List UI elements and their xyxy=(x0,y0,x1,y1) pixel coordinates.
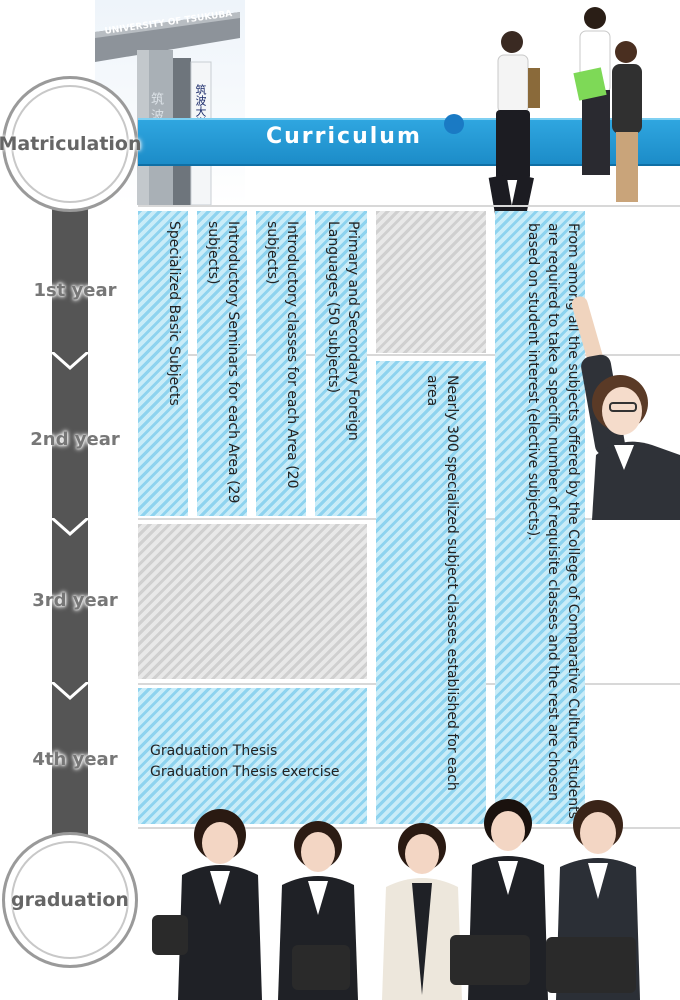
year-divider-chevron xyxy=(52,682,88,700)
graduation-thesis-text: Graduation Thesis xyxy=(150,743,278,759)
graduation-thesis-box: Graduation Thesis Graduation Thesis exer… xyxy=(138,688,367,824)
waving-student-photo xyxy=(572,295,680,520)
elective-subjects-text: From among all the subjects offered by t… xyxy=(525,223,581,819)
year-divider-chevron xyxy=(52,352,88,370)
row-divider xyxy=(138,354,680,356)
row-divider xyxy=(138,205,680,207)
year-divider-chevron xyxy=(52,518,88,536)
introductory-classes-text: Introductory classes for each Area (20 s… xyxy=(264,221,300,489)
year-label-4: 4th year xyxy=(32,749,118,770)
introductory-classes-box: Introductory classes for each Area (20 s… xyxy=(256,211,306,516)
waving-student-illustration xyxy=(572,296,680,520)
specialized-classes-box: Nearly 300 specialized subject classes e… xyxy=(376,361,486,824)
timeline-bar xyxy=(52,205,88,835)
year-label-3: 3rd year xyxy=(32,590,118,611)
year1-empty-box xyxy=(376,211,486,353)
walking-students-illustration xyxy=(444,7,642,218)
graduation-thesis-exercise-text: Graduation Thesis exercise xyxy=(150,764,340,780)
graduation-label: graduation xyxy=(11,889,129,911)
year-label-1: 1st year xyxy=(33,280,117,301)
curriculum-title: Curriculum xyxy=(266,124,422,149)
introductory-seminars-text: Introductory Seminars for each Area (29 … xyxy=(205,221,241,504)
foreign-languages-text: Primary and Secondary Foreign Languages … xyxy=(325,221,361,441)
graduating-students-photo xyxy=(150,795,655,1000)
introductory-seminars-box: Introductory Seminars for each Area (29 … xyxy=(197,211,247,516)
specialized-classes-text: Nearly 300 specialized subject classes e… xyxy=(424,375,460,791)
graduation-milestone: graduation xyxy=(2,832,138,968)
sign-lettering: 筑波大学 xyxy=(194,84,207,128)
matriculation-label: Matriculation xyxy=(0,133,142,155)
specialized-basic-subjects-box: Specialized Basic Subjects xyxy=(138,211,188,516)
foreign-languages-box: Primary and Secondary Foreign Languages … xyxy=(315,211,367,516)
year-label-2: 2nd year xyxy=(30,429,120,450)
matriculation-milestone: Matriculation xyxy=(0,76,142,212)
graduating-students-illustration xyxy=(152,799,640,1000)
elective-subjects-box: From among all the subjects offered by t… xyxy=(495,211,585,824)
specialized-basic-subjects-text: Specialized Basic Subjects xyxy=(166,221,182,406)
walking-students-photo xyxy=(440,0,670,230)
year3-empty-box xyxy=(138,524,367,679)
